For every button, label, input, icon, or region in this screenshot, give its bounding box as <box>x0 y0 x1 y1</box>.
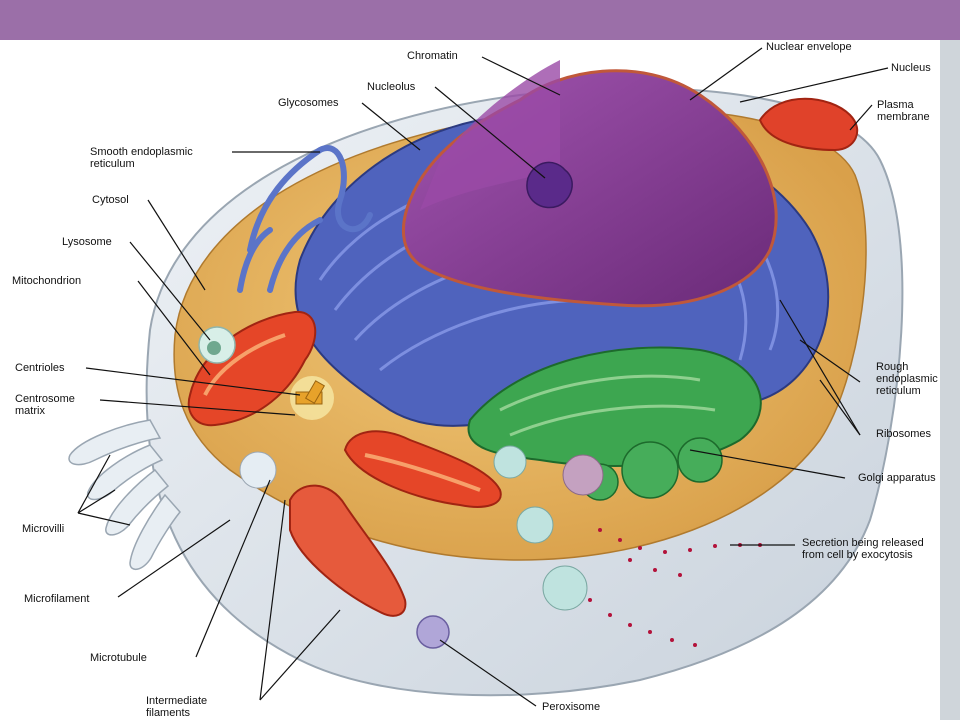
mitochondrion-shape <box>187 310 317 427</box>
lysosome-contents <box>207 341 221 355</box>
label-mitochondrion: Mitochondrion <box>12 275 82 287</box>
label-centrosome-matrix: Centrosome matrix <box>15 393 75 417</box>
centriole-shape <box>304 380 326 404</box>
vesicle <box>516 506 554 544</box>
label-plasma-membrane: Plasma membrane <box>877 99 930 123</box>
vesicle <box>562 454 604 496</box>
label-peroxisome: Peroxisome <box>542 701 601 713</box>
slide-header-bar <box>0 0 960 40</box>
label-golgi: Golgi apparatus <box>858 472 936 484</box>
label-chromatin: Chromatin <box>407 50 458 62</box>
label-secretion: Secretion being released from cell by ex… <box>802 537 924 561</box>
vesicle <box>542 565 588 611</box>
vesicle <box>239 451 277 489</box>
label-intermediate-filaments: Intermediate filaments <box>146 695 208 719</box>
golgi-shape <box>467 346 762 501</box>
nucleolus-shape <box>526 161 573 209</box>
cell-diagram <box>68 47 904 707</box>
label-nucleus: Nucleus <box>891 62 931 74</box>
label-smooth-er: Smooth endoplasmic reticulum <box>90 146 193 170</box>
label-lysosome: Lysosome <box>62 236 112 248</box>
mitochondrion-shape <box>343 430 502 508</box>
label-centrioles: Centrioles <box>15 362 65 374</box>
label-cytosol: Cytosol <box>92 194 129 206</box>
vesicle <box>493 445 527 479</box>
label-microfilament: Microfilament <box>24 593 90 605</box>
smooth-er-shape <box>237 145 373 293</box>
secretion-dots <box>588 528 762 647</box>
nucleus-cut-face <box>420 60 560 210</box>
label-nucleolus: Nucleolus <box>367 81 416 93</box>
microvilli-shape <box>68 419 181 570</box>
label-microvilli: Microvilli <box>22 523 65 535</box>
label-ribosomes: Ribosomes <box>876 428 932 440</box>
mitochondrion-shape <box>289 484 407 617</box>
label-rough-er: Rough endoplasmic reticulum <box>876 361 938 397</box>
label-nuclear-envelope: Nuclear envelope <box>766 41 852 53</box>
leader-lines <box>77 47 889 707</box>
mitochondrion-shape <box>758 97 859 152</box>
slide-edge-strip <box>940 40 960 720</box>
label-glycosomes: Glycosomes <box>278 97 339 109</box>
label-microtubule: Microtubule <box>90 652 147 664</box>
